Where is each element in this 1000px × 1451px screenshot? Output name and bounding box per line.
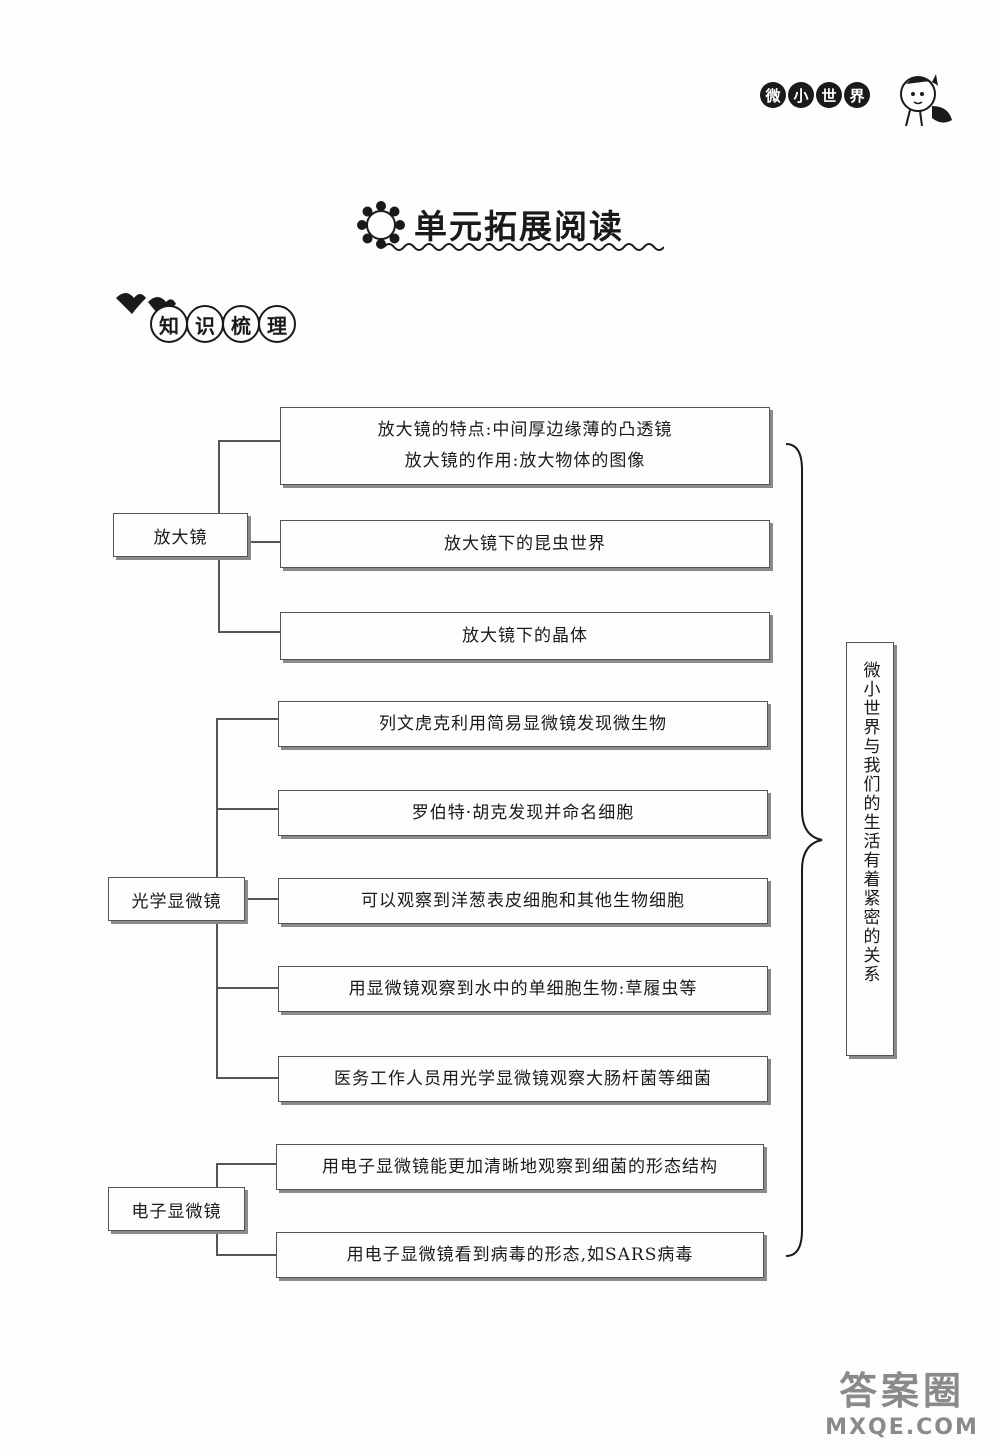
connector-line — [216, 1163, 276, 1165]
optical-item: 列文虎克利用简易显微镜发现微生物 — [278, 701, 768, 747]
gear-flower-icon — [357, 201, 405, 249]
magnifier-function-line: 放大镜的作用:放大物体的图像 — [404, 451, 646, 471]
page-header: 微 小 世 界 — [760, 82, 872, 108]
magnifier-item-features: 放大镜的特点:中间厚边缘薄的凸透镜 放大镜的作用:放大物体的图像 — [280, 407, 770, 485]
subheading-char: 梳 — [222, 305, 260, 343]
connector-line — [216, 1077, 278, 1079]
connector-line — [218, 631, 280, 633]
connector-line — [216, 1254, 276, 1256]
optical-item: 可以观察到洋葱表皮细胞和其他生物细胞 — [278, 878, 768, 924]
header-char: 世 — [816, 82, 842, 108]
header-char: 界 — [844, 82, 870, 108]
category-magnifier: 放大镜 — [113, 513, 248, 557]
connector-line — [216, 808, 278, 810]
category-electron-microscope: 电子显微镜 — [108, 1187, 245, 1231]
category-optical-microscope: 光学显微镜 — [108, 877, 245, 921]
watermark-text: 答案圈 — [838, 1369, 965, 1413]
optical-item: 罗伯特·胡克发现并命名细胞 — [278, 790, 768, 836]
subheading: 知 识 梳 理 — [150, 305, 296, 343]
connector-line — [216, 718, 278, 720]
magnifier-item-insects: 放大镜下的昆虫世界 — [280, 520, 770, 568]
connector-line — [245, 898, 278, 900]
subheading-char: 知 — [150, 305, 188, 343]
header-char: 微 — [760, 82, 786, 108]
right-brace — [785, 443, 823, 1257]
subheading-char: 识 — [186, 305, 224, 343]
electron-item: 用电子显微镜看到病毒的形态,如SARS病毒 — [276, 1232, 764, 1278]
subheading-char: 理 — [258, 305, 296, 343]
summary-text: 微小世界与我们的生活有着紧密的关系 — [859, 661, 880, 984]
connector-line — [218, 440, 280, 442]
electron-item: 用电子显微镜能更加清晰地观察到细菌的形态结构 — [276, 1144, 764, 1190]
optical-item: 用显微镜观察到水中的单细胞生物:草履虫等 — [278, 966, 768, 1012]
connector-line — [248, 541, 280, 543]
cartoon-child-mascot-icon — [900, 74, 952, 127]
watermark-logo: 答案圈 MXQE.COM — [812, 1360, 992, 1440]
optical-item: 医务工作人员用光学显微镜观察大肠杆菌等细菌 — [278, 1056, 768, 1102]
header-char: 小 — [788, 82, 814, 108]
watermark-url: MXQE.COM — [825, 1415, 979, 1440]
magnifier-feature-line: 放大镜的特点:中间厚边缘薄的凸透镜 — [377, 420, 673, 440]
wavy-underline — [384, 243, 664, 251]
section-title: 单元拓展阅读 — [414, 207, 624, 246]
summary-box: 微小世界与我们的生活有着紧密的关系 — [846, 642, 894, 1056]
connector-line — [216, 987, 278, 989]
magnifier-item-crystals: 放大镜下的晶体 — [280, 612, 770, 660]
